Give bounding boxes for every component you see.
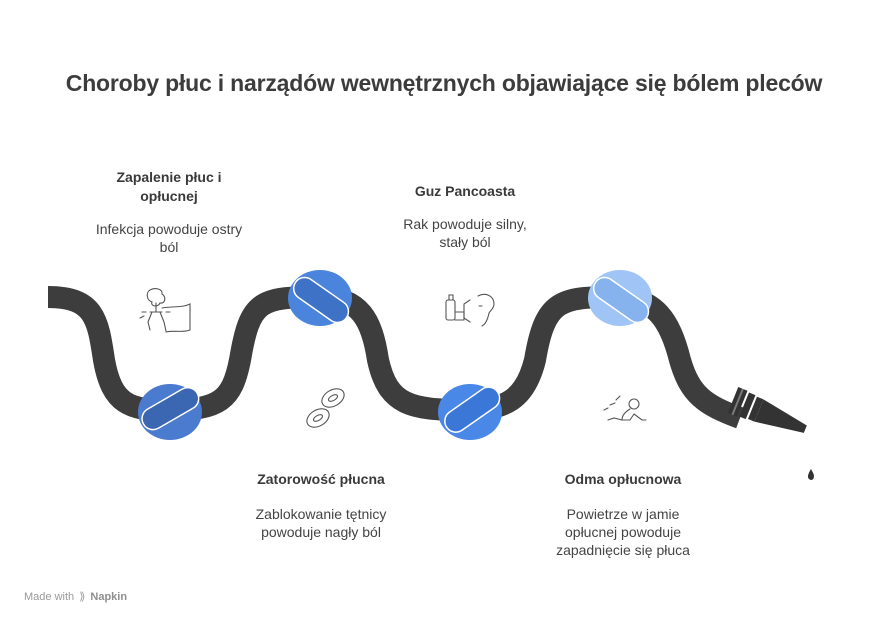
item-3-heading: Guz Pancoasta <box>414 183 516 199</box>
inhaler-icon <box>445 293 495 327</box>
footer-made-with: Made with <box>24 591 75 603</box>
footer-watermark: Made with ⟫ Napkin <box>24 590 127 603</box>
item-3-label: Guz Pancoasta Rak powoduje silny, stały … <box>380 182 550 251</box>
lungs-icon <box>139 288 191 333</box>
knot-3 <box>438 384 502 440</box>
item-3-description: Rak powoduje silny, stały ból <box>403 216 527 250</box>
item-4-description: Powietrze w jamie opłucnej powoduje zapa… <box>556 506 690 558</box>
item-2-label: Zatorowość płucna Zablokowanie tętnicy p… <box>236 470 406 541</box>
knot-1 <box>138 384 202 440</box>
item-2-description: Zablokowanie tętnicy powoduje nagły ból <box>255 506 387 540</box>
nozzle <box>727 387 807 433</box>
item-4-heading: Odma opłucnowa <box>564 471 682 487</box>
page-title: Choroby płuc i narządów wewnętrznych obj… <box>65 70 823 96</box>
item-1-heading: Zapalenie płuc i opłucnej <box>116 169 222 204</box>
drip-icon <box>807 469 814 480</box>
item-2-heading: Zatorowość płucna <box>257 471 385 487</box>
napkin-logo-icon: ⟫ <box>79 591 86 603</box>
footer-brand: Napkin <box>90 591 128 603</box>
item-1-label: Zapalenie płuc i opłucnej Infekcja powod… <box>84 168 254 256</box>
blood-cells-icon <box>306 388 345 428</box>
knot-4 <box>588 270 652 326</box>
item-1-description: Infekcja powoduje ostry ból <box>95 221 243 255</box>
item-4-label: Odma opłucnowa Powietrze w jamie opłucne… <box>538 470 708 559</box>
knot-2 <box>288 270 352 326</box>
collapsed-person-icon <box>603 395 647 421</box>
